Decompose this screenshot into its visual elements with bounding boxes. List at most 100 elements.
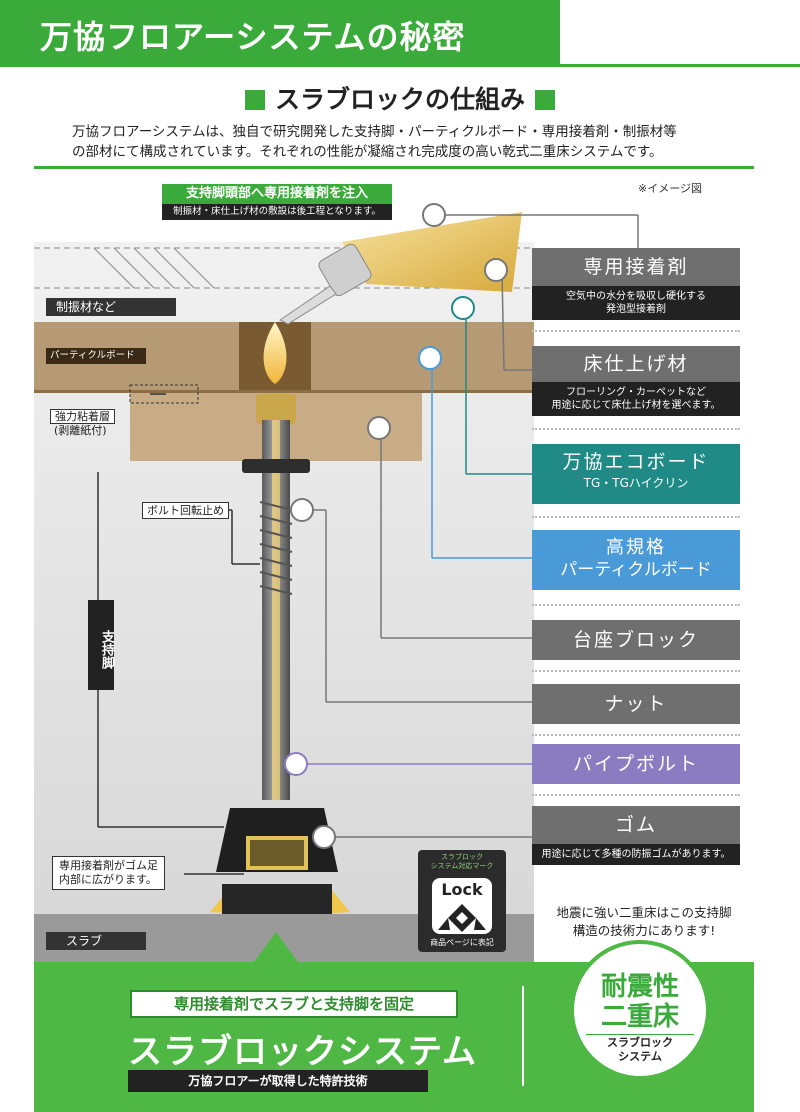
badge-line-4: システム: [618, 1050, 662, 1063]
legend-divider: [532, 734, 740, 736]
bottom-arrow-stem: [266, 962, 286, 990]
header-band: [0, 0, 560, 64]
nut: [242, 459, 310, 473]
legend-floor-finish-title: 床仕上げ材: [532, 346, 740, 382]
page-title: 万協フロアーシステムの秘密: [40, 18, 466, 56]
legend-divider: [532, 516, 740, 518]
header-rule: [0, 64, 800, 67]
legend-adhesive-desc-1: 空気中の水分を吸収し硬化する: [566, 291, 706, 302]
foot-plate: [222, 884, 332, 914]
bolt-thread: [259, 501, 293, 595]
legend-rubber-title: ゴム: [532, 806, 740, 844]
finish-hatch: [34, 247, 534, 289]
green-square-icon: [535, 90, 555, 110]
adhesive-nozzle-cone: [342, 212, 522, 292]
lock-mark-title-2: システム対応マーク: [430, 862, 494, 870]
legend-divider: [532, 428, 740, 430]
badge-line-2: 二重床: [600, 1002, 679, 1032]
label-support-leg-text: 支持脚: [99, 629, 114, 669]
legend-floor-finish: 床仕上げ材 フローリング・カーペットなど 用途に応じて床仕上げ材を選べます。: [532, 346, 740, 416]
label-glue-spread-2: 内部に広がります。: [59, 873, 157, 886]
image-note: ※イメージ図: [638, 182, 702, 195]
intro-rule: [34, 166, 754, 169]
adhesive-flame: [263, 322, 287, 384]
section-title: スラブロックの仕組み: [0, 80, 800, 116]
label-glue-spread-1: 専用接着剤がゴム足: [59, 859, 158, 872]
adhesive-dashed-box: [129, 384, 199, 404]
section-title-text: スラブロックの仕組み: [274, 85, 525, 114]
callout-circles: [284, 203, 508, 849]
legend-floor-finish-desc-1: フローリング・カーペットなど: [566, 387, 706, 398]
lock-diamond-icon: [438, 904, 486, 932]
leader-lines: [97, 214, 639, 875]
lock-mark-note: 商品ページに表記: [430, 938, 494, 947]
nozzle-tip: [279, 285, 337, 325]
inject-note: 制振材・床仕上げ材の敷設は後工程となります。: [162, 204, 392, 220]
label-glue-spread: 専用接着剤がゴム足 内部に広がります。: [52, 856, 165, 890]
legend-pedestal-block-title: 台座ブロック: [532, 620, 740, 660]
foot-channel: [246, 836, 308, 870]
legend-rubber: ゴム 用途に応じて多種の防振ゴムがあります。: [532, 806, 740, 865]
quake-note-1: 地震に強い二重床はこの支持脚: [556, 905, 732, 920]
legend-high-spec-title: 高規格: [606, 537, 666, 558]
intro-line-2: の部材にて構成されています。それぞれの性能が凝縮され完成度の高い乾式二重床システ…: [72, 144, 663, 160]
bottom-tag: 専用接着剤でスラブと支持脚を固定: [130, 990, 458, 1018]
legend-eco-board: 万協エコボード TG・TGハイクリン: [532, 444, 740, 504]
lock-word: Lock: [441, 880, 483, 899]
bottom-arrow: [254, 932, 298, 962]
intro-text: 万協フロアーシステムは、独自で研究開発した支持脚・パーティクルボード・専用接着剤…: [72, 122, 752, 162]
label-adhesive-layer-1: 強力粘着層: [50, 409, 115, 424]
legend-divider: [532, 604, 740, 606]
legend-divider: [532, 794, 740, 796]
legend-nut-title: ナット: [532, 684, 740, 724]
inject-title: 支持脚頭部へ専用接着剤を注入: [162, 184, 392, 204]
legend-adhesive-title: 専用接着剤: [532, 248, 740, 286]
legend-pipe-bolt-title: パイプボルト: [532, 744, 740, 784]
page-header: 万協フロアーシステムの秘密: [0, 0, 800, 64]
label-adhesive-layer: 強力粘着層 (剥離紙付): [46, 408, 119, 438]
legend-adhesive-desc-2: 発泡型接着剤: [606, 304, 666, 315]
quake-note-2: 構造の技術力にあります!: [572, 923, 716, 938]
pipe-inner: [272, 420, 280, 800]
legend-high-spec-board: 高規格 パーティクルボード: [532, 530, 740, 590]
legend-high-spec-sub: パーティクルボード: [560, 560, 712, 580]
bottom-divider: [522, 986, 524, 1086]
legend-eco-board-title: 万協エコボード: [562, 451, 710, 473]
board-highlight: [34, 390, 534, 393]
badge-line-3: スラブロック: [607, 1036, 673, 1049]
badge-rule: [586, 1034, 694, 1035]
legend-floor-finish-desc: フローリング・カーペットなど 用途に応じて床仕上げ材を選べます。: [532, 382, 740, 416]
nozzle-cap: [318, 243, 372, 297]
lock-mark: スラブロック システム対応マーク Lock 商品ページに表記: [418, 850, 506, 952]
seismic-badge: 耐震性 二重床 スラブロック システム: [570, 940, 710, 1080]
legend-divider: [532, 330, 740, 332]
legend-pedestal-block: 台座ブロック: [532, 620, 740, 660]
legend-pipe-bolt: パイプボルト: [532, 744, 740, 784]
legend-divider: [532, 670, 740, 672]
badge-line-1: 耐震性: [600, 972, 679, 1002]
bottom-main-title: スラブロックシステム: [128, 1032, 477, 1072]
bolt-head: [256, 394, 296, 424]
legend-floor-finish-desc-2: 用途に応じて床仕上げ材を選べます。: [551, 400, 721, 411]
label-damper: 制振材など: [46, 298, 176, 316]
label-slab: スラブ: [46, 932, 146, 950]
legend-rubber-desc: 用途に応じて多種の防振ゴムがあります。: [532, 844, 740, 865]
lock-icon: Lock: [432, 878, 492, 934]
green-square-icon: [244, 90, 265, 110]
label-support-leg: 支持脚: [88, 600, 114, 690]
inject-banner: 支持脚頭部へ専用接着剤を注入 制振材・床仕上げ材の敷設は後工程となります。: [162, 184, 392, 220]
slab-lock-diagram: 支持脚頭部へ専用接着剤を注入 制振材・床仕上げ材の敷設は後工程となります。 ※イ…: [34, 172, 754, 962]
legend-adhesive-desc: 空気中の水分を吸収し硬化する 発泡型接着剤: [532, 286, 740, 320]
quake-note: 地震に強い二重床はこの支持脚 構造の技術力にあります!: [534, 904, 754, 940]
legend-eco-board-box: 万協エコボード TG・TGハイクリン: [532, 444, 740, 504]
intro-line-1: 万協フロアーシステムは、独自で研究開発した支持脚・パーティクルボード・専用接着剤…: [72, 124, 677, 140]
legend-eco-board-sub: TG・TGハイクリン: [583, 476, 689, 490]
label-particle-board: パーティクルボード: [46, 348, 146, 364]
legend-high-spec-box: 高規格 パーティクルボード: [532, 530, 740, 590]
legend-adhesive: 専用接着剤 空気中の水分を吸収し硬化する 発泡型接着剤: [532, 248, 740, 320]
label-bolt-stop: ボルト回転止め: [142, 502, 229, 519]
lock-mark-title-1: スラブロック: [441, 853, 483, 861]
label-adhesive-layer-2: (剥離紙付): [54, 424, 107, 437]
bottom-patent-label: 万協フロアーが取得した特許技術: [128, 1070, 428, 1092]
legend-nut: ナット: [532, 684, 740, 724]
